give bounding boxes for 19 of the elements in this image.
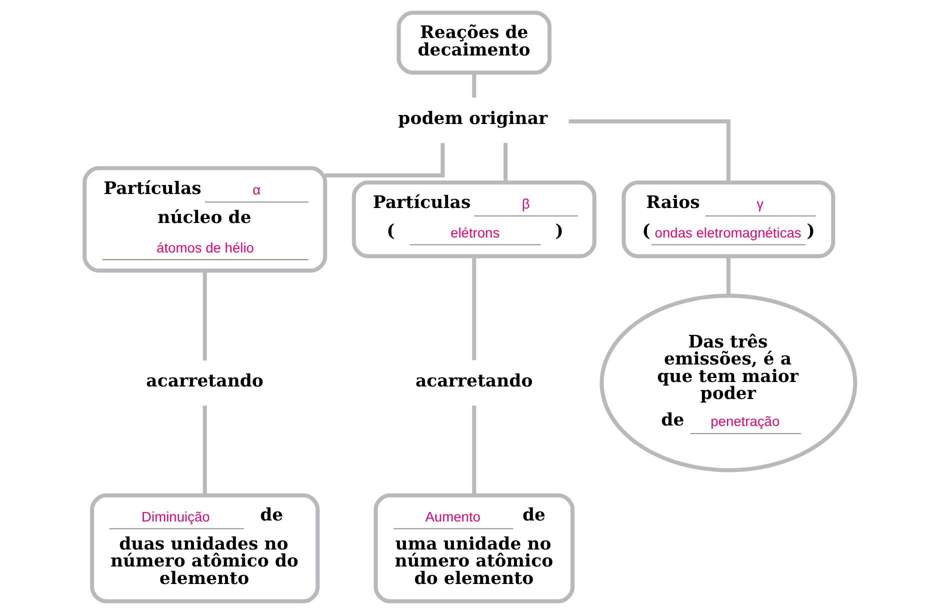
node-box: Aumento de uma unidade no número atômico do elemento (374, 493, 575, 604)
connector (325, 143, 445, 178)
connector (568, 119, 730, 182)
connector (202, 406, 207, 496)
node-box: Reações de decaimento (396, 10, 552, 75)
connector (472, 406, 476, 496)
node-box: Partículas α núcleo de átomos de hélio (82, 166, 328, 273)
connector (726, 256, 730, 296)
node-text: acarretando (415, 371, 533, 392)
node-box: Diminuição de duas unidades no número atômico do elemento (90, 493, 320, 604)
connector (472, 256, 476, 360)
node-text: acarretando (146, 371, 264, 392)
node-text: podem originar (398, 108, 548, 129)
connector (472, 72, 476, 98)
connector (202, 270, 207, 360)
node-ellipse: Das três emissões, é a que tem maior poder de penetração (600, 294, 858, 472)
node-box: Raios γ ( ondas eletromagnéticas ) (622, 180, 836, 258)
node-box: Partículas β ( elétrons ) (352, 180, 596, 258)
connector (504, 142, 508, 182)
